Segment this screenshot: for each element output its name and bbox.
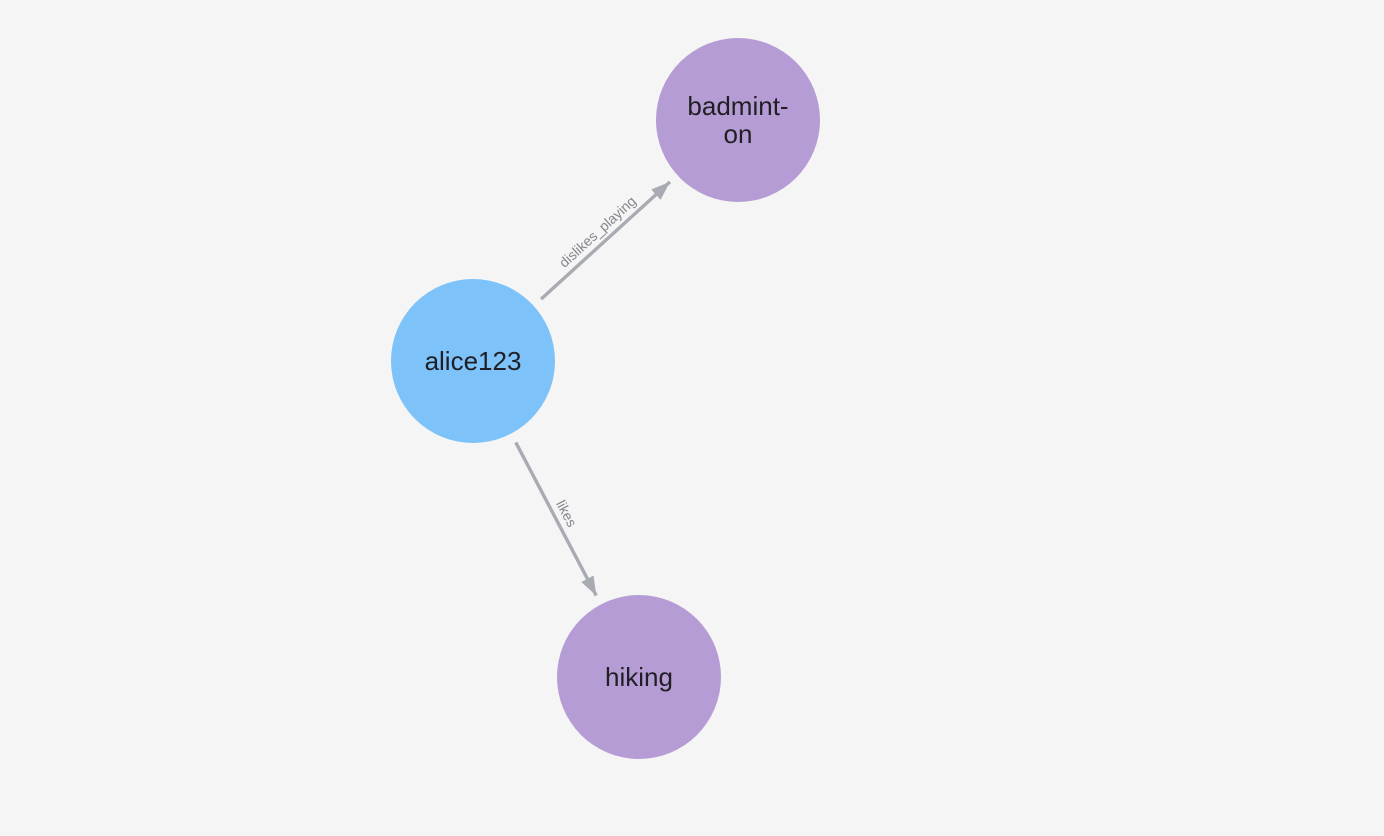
node-badminton[interactable]: badmint-on [656, 38, 820, 202]
edge-likes[interactable]: likes [514, 441, 598, 597]
node-circle-badminton[interactable] [656, 38, 820, 202]
node-circle-alice123[interactable] [391, 279, 555, 443]
node-hiking[interactable]: hiking [557, 595, 721, 759]
edge-line[interactable] [539, 180, 672, 301]
edge-label: dislikes_playing [556, 193, 639, 271]
node-alice123[interactable]: alice123 [391, 279, 555, 443]
edge-line[interactable] [514, 441, 598, 597]
node-circle-hiking[interactable] [557, 595, 721, 759]
node-layer: alice123 badmint-on hiking [391, 38, 820, 759]
edge-dislikes_playing[interactable]: dislikes_playing [539, 180, 672, 301]
